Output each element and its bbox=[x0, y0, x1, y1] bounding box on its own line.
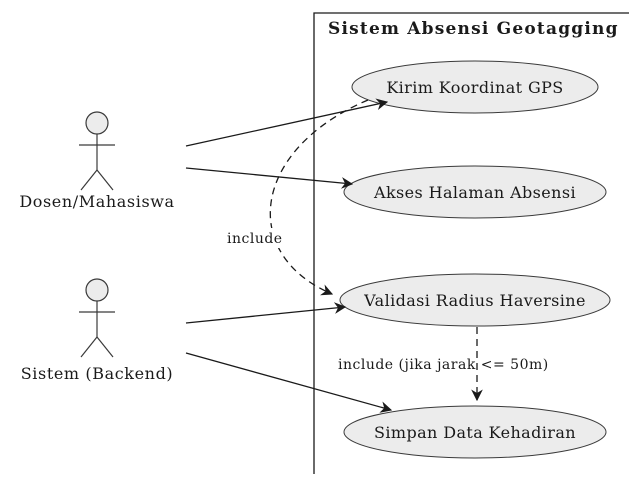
system-boundary bbox=[313, 12, 629, 474]
actor-leg-left bbox=[80, 169, 98, 191]
use-case-label: Kirim Koordinat GPS bbox=[386, 78, 563, 97]
use-case-label: Simpan Data Kehadiran bbox=[374, 423, 576, 442]
include-conditional-label: include (jika jarak <= 50m) bbox=[338, 357, 549, 373]
actor-leg-right bbox=[96, 336, 114, 358]
use-case-label: Validasi Radius Haversine bbox=[363, 291, 586, 310]
actor-head bbox=[85, 111, 109, 135]
use-case-ellipse bbox=[339, 273, 611, 327]
use-case-kirim-koordinat: Kirim Koordinat GPS bbox=[351, 60, 599, 114]
association-arrow bbox=[185, 98, 389, 147]
use-case-akses-halaman: Akses Halaman Absensi bbox=[343, 165, 607, 219]
actor-sistem-backend: Sistem (Backend) bbox=[21, 278, 174, 383]
actor-leg-right bbox=[96, 169, 114, 191]
use-case-ellipse bbox=[343, 405, 607, 459]
use-case-simpan-data: Simpan Data Kehadiran bbox=[343, 405, 607, 459]
actor-label: Dosen/Mahasiswa bbox=[19, 192, 174, 211]
use-case-ellipse bbox=[351, 60, 599, 114]
include-label: include bbox=[227, 231, 283, 247]
actor-head bbox=[85, 278, 109, 302]
label-backdrop bbox=[223, 228, 295, 248]
use-case-label: Akses Halaman Absensi bbox=[373, 183, 576, 202]
use-case-validasi-radius: Validasi Radius Haversine bbox=[339, 273, 611, 327]
include-arrow bbox=[269, 99, 369, 296]
actor-label: Sistem (Backend) bbox=[21, 364, 174, 383]
association-arrow bbox=[185, 352, 393, 413]
system-title: Sistem Absensi Geotagging bbox=[328, 19, 619, 39]
actor-dosen-mahasiswa: Dosen/Mahasiswa bbox=[19, 111, 174, 211]
association-arrow bbox=[185, 302, 347, 324]
actor-leg-left bbox=[80, 336, 98, 358]
use-case-ellipse bbox=[343, 165, 607, 219]
association-arrow bbox=[185, 167, 354, 189]
